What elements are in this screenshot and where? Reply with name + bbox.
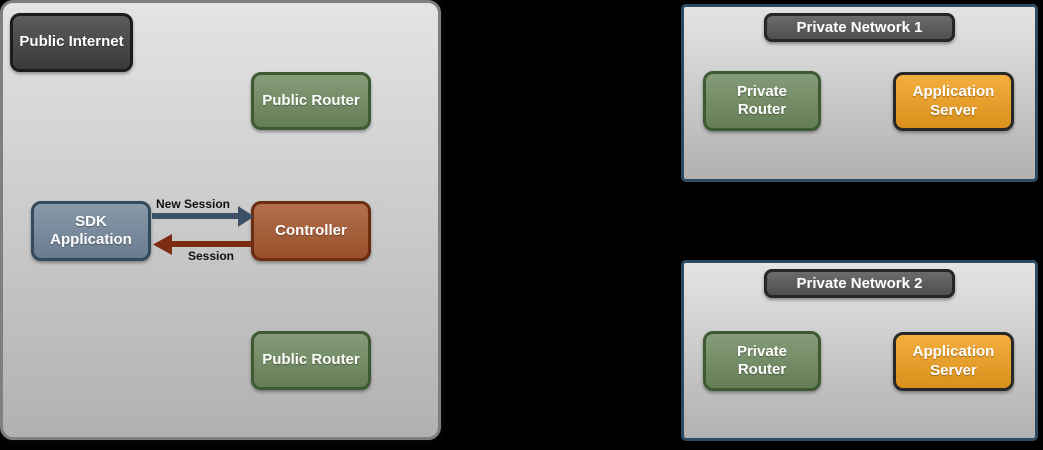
private-network-1-title-label: Private Network 1 [796, 19, 923, 36]
new-session-arrow [152, 206, 254, 227]
private-network-2-zone: Private Network 2 Private Router Applica… [681, 260, 1038, 441]
application-server-1-label: Application Server [912, 83, 995, 119]
public-internet-node: Public Internet [10, 13, 133, 72]
private-network-2-title-label: Private Network 2 [796, 275, 923, 292]
private-router-2-node: Private Router [703, 331, 821, 391]
private-router-1-node: Private Router [703, 71, 821, 131]
public-router-bottom-label: Public Router [262, 351, 360, 369]
session-arrow-label: Session [187, 249, 235, 263]
private-network-1-zone: Private Network 1 Private Router Applica… [681, 4, 1038, 182]
application-server-2-node: Application Server [893, 332, 1014, 391]
sdk-application-node: SDK Application [31, 201, 151, 261]
application-server-2-label: Application Server [912, 343, 995, 379]
private-network-2-title: Private Network 2 [764, 269, 955, 298]
sdk-application-label: SDK Application [50, 212, 132, 248]
public-internet-zone: Public Internet Public Router SDK Applic… [0, 0, 441, 440]
controller-node: Controller [251, 201, 371, 261]
public-internet-label: Public Internet [19, 33, 124, 51]
arrow-layer [152, 206, 254, 255]
private-router-1-label: Private Router [736, 82, 788, 118]
public-router-top-node: Public Router [251, 72, 371, 130]
public-router-top-label: Public Router [262, 91, 360, 109]
controller-label: Controller [275, 221, 347, 239]
public-router-bottom-node: Public Router [251, 331, 371, 390]
private-router-2-label: Private Router [736, 342, 788, 378]
new-session-arrow-label: New Session [155, 197, 231, 211]
private-network-1-title: Private Network 1 [764, 13, 955, 42]
application-server-1-node: Application Server [893, 72, 1014, 131]
session-arrow [153, 234, 252, 255]
